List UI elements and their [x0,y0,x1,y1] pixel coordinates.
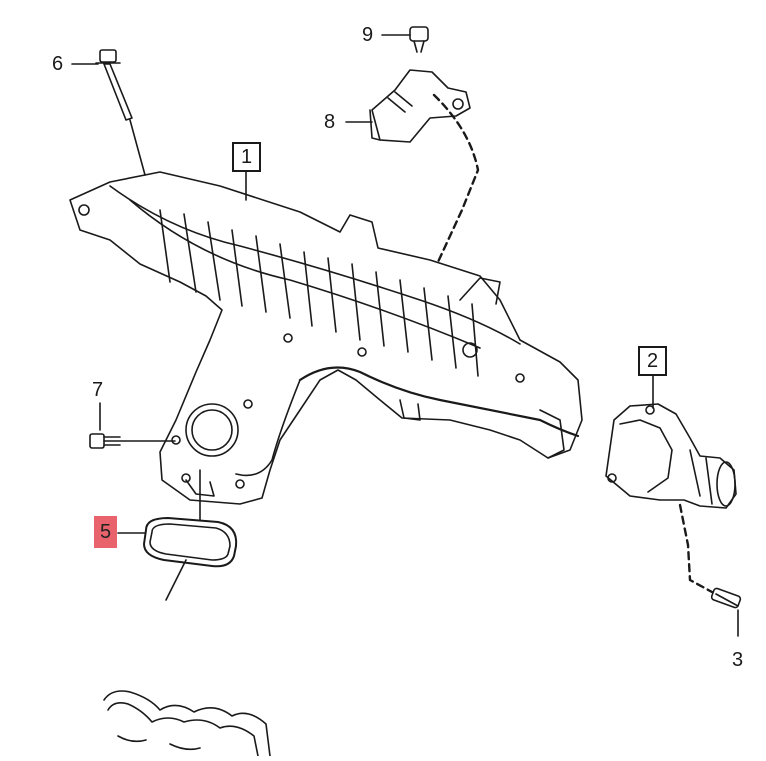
intake-manifold-icon [69,171,583,505]
callout-7: 7 [92,379,104,401]
callout-6: 6 [52,53,64,75]
callout-2: 2 [638,346,668,376]
callout-8: 8 [324,111,336,133]
callout-5: 5 [94,516,118,548]
callout-9: 9 [362,24,374,46]
leader-lines [71,34,739,637]
pressure-sensor-icon [369,69,471,143]
bolt-icon-3 [710,587,742,609]
long-bolt-icon [95,49,133,121]
screw-icon [409,26,429,53]
bolt-icon-7 [89,433,176,449]
callout-3: 3 [732,649,744,671]
throttle-housing-icon [605,403,737,509]
callout-1: 1 [232,142,262,172]
manifold-gasket-icon [103,690,271,757]
o-ring-seal-icon [143,517,238,568]
